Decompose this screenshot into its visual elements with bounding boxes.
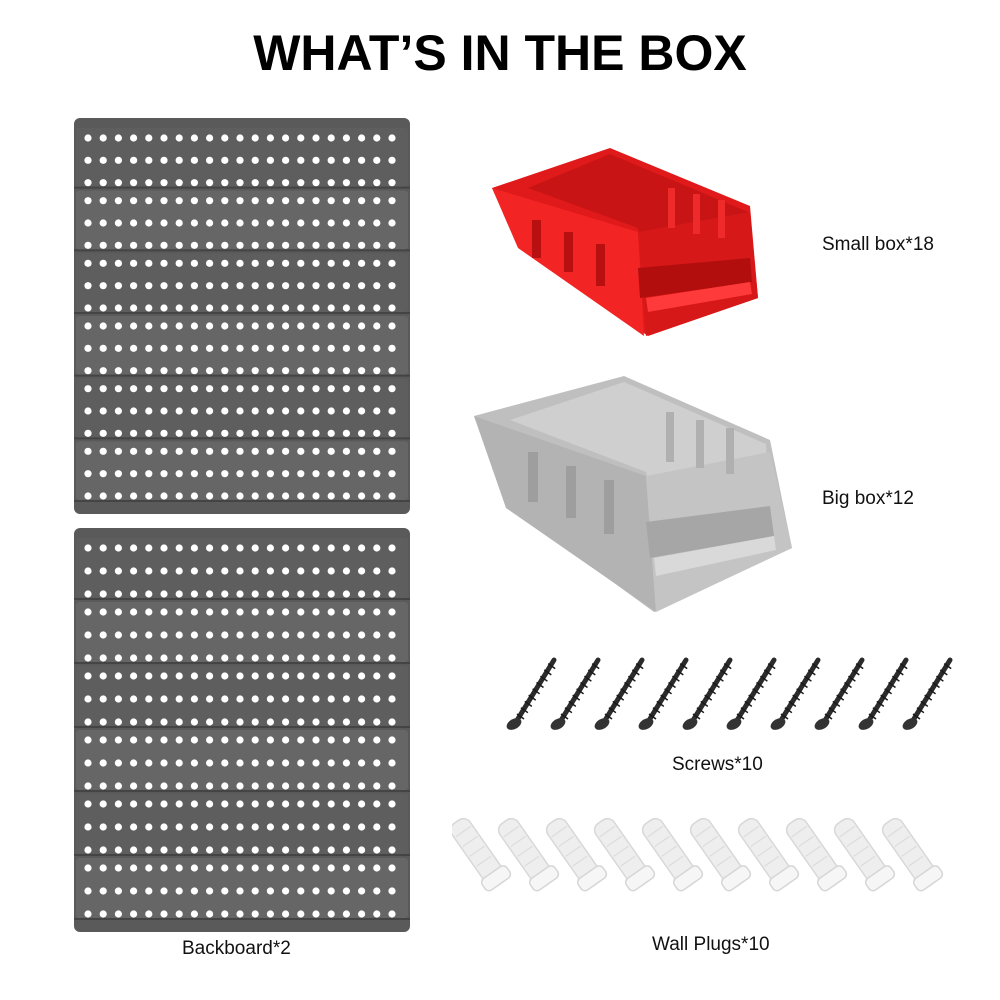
wall-plug-icon xyxy=(833,817,896,892)
screws-label: Screws*10 xyxy=(672,754,763,775)
backboard-top xyxy=(74,118,410,514)
screw-icon xyxy=(814,657,865,730)
wall-plug-icon xyxy=(689,817,752,892)
small-box-label: Small box*18 xyxy=(822,234,934,255)
screw-icon xyxy=(506,657,557,730)
screw-icon xyxy=(726,657,777,730)
backboard-label: Backboard*2 xyxy=(182,938,291,959)
storage-bin-red-icon xyxy=(492,148,758,336)
wall-plugs-row xyxy=(449,810,974,905)
wall-plug-icon xyxy=(593,817,656,892)
wall-plug-icon xyxy=(497,817,560,892)
screw-icon xyxy=(682,657,733,730)
wall-plug-icon xyxy=(737,817,800,892)
wall-plug-icon xyxy=(881,817,944,892)
storage-bin-gray-icon xyxy=(474,376,792,612)
pegboard-icon xyxy=(74,118,410,514)
wall-plug-icon xyxy=(785,817,848,892)
wall-plug-icon xyxy=(449,817,512,892)
screw-icon xyxy=(550,657,601,730)
wall-plugs-group xyxy=(449,817,944,892)
backboard-bottom xyxy=(74,528,410,932)
big-box-label: Big box*12 xyxy=(822,488,914,509)
screws-row xyxy=(494,652,954,739)
small-box xyxy=(488,148,778,348)
pegboard-icon xyxy=(74,528,410,932)
screw-icon xyxy=(770,657,821,730)
screw-icon xyxy=(594,657,645,730)
wall-plug-icon xyxy=(545,817,608,892)
page-title: WHAT’S IN THE BOX xyxy=(253,25,747,81)
screws-group xyxy=(506,657,953,730)
screw-icon xyxy=(902,657,953,730)
screw-icon xyxy=(858,657,909,730)
screw-icon xyxy=(638,657,689,730)
big-box xyxy=(470,372,796,619)
wall-plug-icon xyxy=(641,817,704,892)
wall-plugs-label: Wall Plugs*10 xyxy=(652,934,770,955)
